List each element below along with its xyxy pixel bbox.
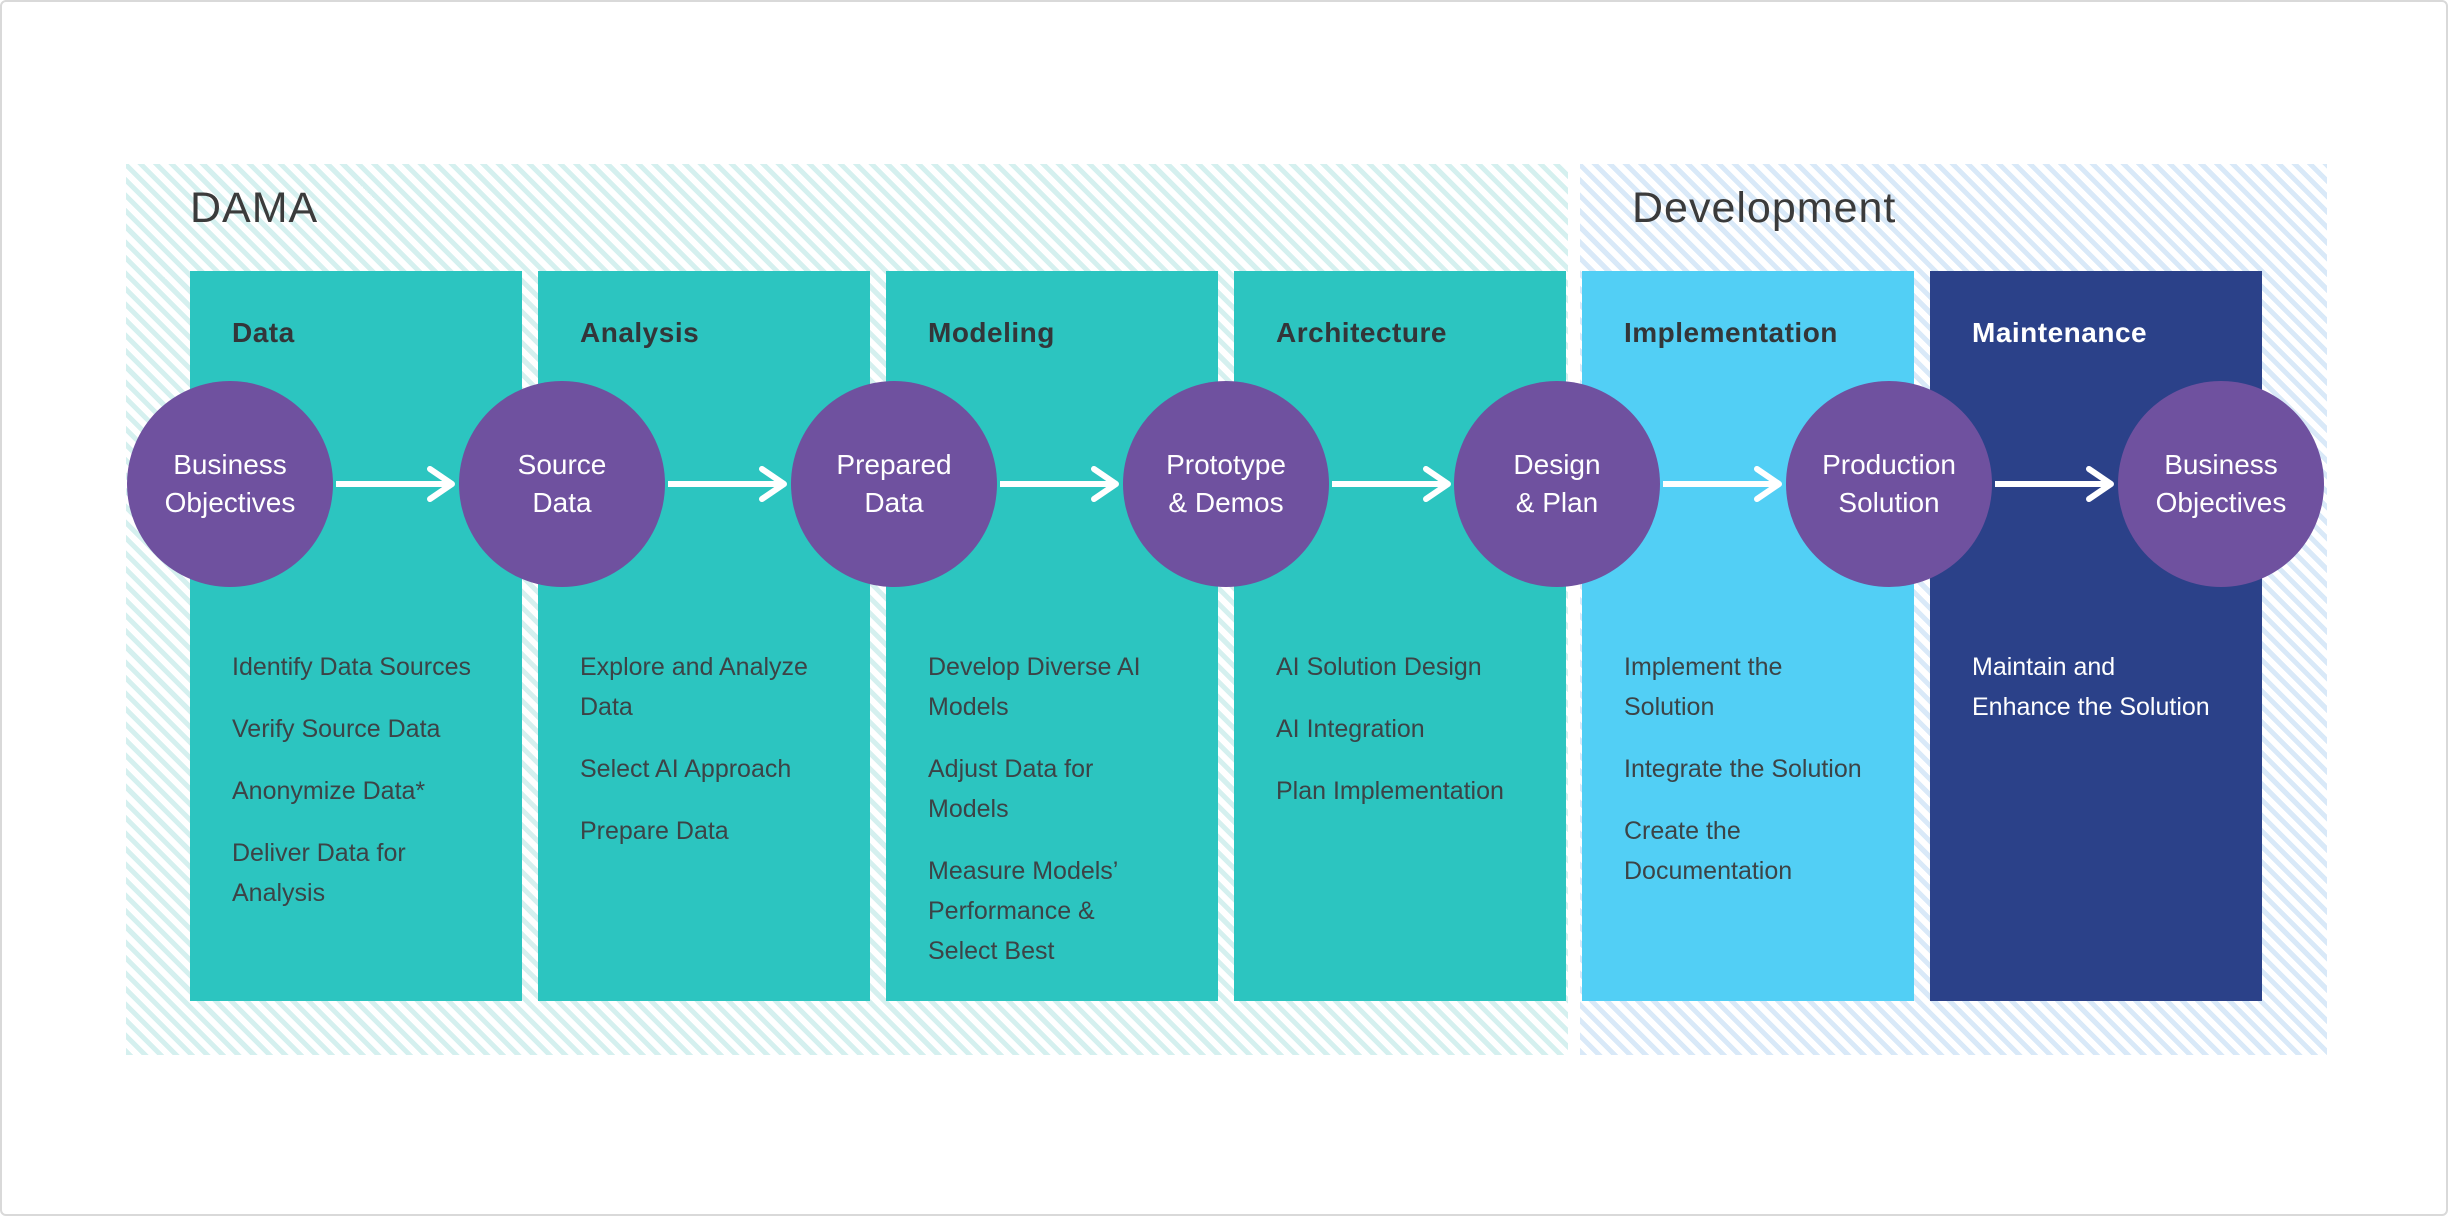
- arrow-right-icon: [665, 464, 791, 504]
- column-architecture-header: Architecture: [1276, 317, 1447, 348]
- list-item: Deliver Data for Analysis: [232, 839, 406, 907]
- node-label: Design: [1513, 449, 1601, 480]
- column-implementation: Implementation Implement the Solution In…: [1582, 271, 1914, 1001]
- node-label: Data: [864, 487, 924, 518]
- node-label: Objectives: [2155, 487, 2287, 518]
- column-analysis-items: Explore and Analyze Data Select AI Appro…: [580, 647, 836, 873]
- node-label: Data: [532, 487, 592, 518]
- column-architecture: Architecture AI Solution Design AI Integ…: [1234, 271, 1566, 1001]
- list-item: Integrate the Solution: [1624, 755, 1862, 783]
- list-item: Select AI Approach: [580, 755, 792, 783]
- column-modeling: Modeling Develop Diverse AI Models Adjus…: [886, 271, 1218, 1001]
- list-item: Maintain and Enhance the Solution: [1972, 653, 2210, 721]
- list-item: AI Solution Design: [1276, 653, 1482, 681]
- column-analysis-header: Analysis: [580, 317, 700, 348]
- development-section-title: Development: [1632, 184, 1897, 232]
- node-label: & Demos: [1168, 487, 1284, 518]
- column-implementation-header: Implementation: [1624, 317, 1838, 348]
- list-item: Develop Diverse AI Models: [928, 653, 1141, 721]
- list-item: Measure Models’ Performance & Select Bes…: [928, 857, 1119, 965]
- node-design-plan: Design & Plan: [1454, 381, 1660, 587]
- node-label: Solution: [1838, 487, 1940, 518]
- column-analysis: Analysis Explore and Analyze Data Select…: [538, 271, 870, 1001]
- node-label: Business: [2164, 449, 2278, 480]
- column-data-header: Data: [232, 317, 295, 348]
- list-item: Prepare Data: [580, 817, 729, 845]
- node-production-solution: Production Solution: [1786, 381, 1992, 587]
- arrow-right-icon: [1660, 464, 1786, 504]
- list-item: Create the Documentation: [1624, 817, 1793, 885]
- node-business-objectives-start: Business Objectives: [127, 381, 333, 587]
- list-item: Explore and Analyze Data: [580, 653, 808, 721]
- list-item: AI Integration: [1276, 715, 1425, 743]
- node-prepared-data: Prepared Data: [791, 381, 997, 587]
- node-label: Production: [1822, 449, 1956, 480]
- node-business-objectives-end: Business Objectives: [2118, 381, 2324, 587]
- node-label: Prepared: [836, 449, 952, 480]
- node-prototype-demos: Prototype & Demos: [1123, 381, 1329, 587]
- node-label: Objectives: [164, 487, 296, 518]
- column-maintenance-items: Maintain and Enhance the Solution: [1972, 647, 2228, 749]
- arrow-right-icon: [1329, 464, 1455, 504]
- arrow-right-icon: [1992, 464, 2118, 504]
- column-modeling-header: Modeling: [928, 317, 1055, 348]
- column-implementation-items: Implement the Solution Integrate the Sol…: [1624, 647, 1880, 913]
- list-item: Anonymize Data*: [232, 777, 426, 805]
- node-label: & Plan: [1515, 487, 1599, 518]
- dama-section-title: DAMA: [190, 184, 319, 232]
- column-maintenance-header: Maintenance: [1972, 317, 2148, 348]
- arrow-right-icon: [997, 464, 1123, 504]
- node-label: Source: [517, 449, 607, 480]
- column-architecture-items: AI Solution Design AI Integration Plan I…: [1276, 647, 1532, 833]
- list-item: Adjust Data for Models: [928, 755, 1094, 823]
- column-data-items: Identify Data Sources Verify Source Data…: [232, 647, 488, 935]
- node-label: Business: [173, 449, 287, 480]
- list-item: Plan Implementation: [1276, 777, 1504, 805]
- node-source-data: Source Data: [459, 381, 665, 587]
- list-item: Verify Source Data: [232, 715, 441, 743]
- node-label: Prototype: [1166, 449, 1286, 480]
- list-item: Implement the Solution: [1624, 653, 1783, 721]
- arrow-right-icon: [333, 464, 459, 504]
- list-item: Identify Data Sources: [232, 653, 472, 681]
- column-modeling-items: Develop Diverse AI Models Adjust Data fo…: [928, 647, 1184, 993]
